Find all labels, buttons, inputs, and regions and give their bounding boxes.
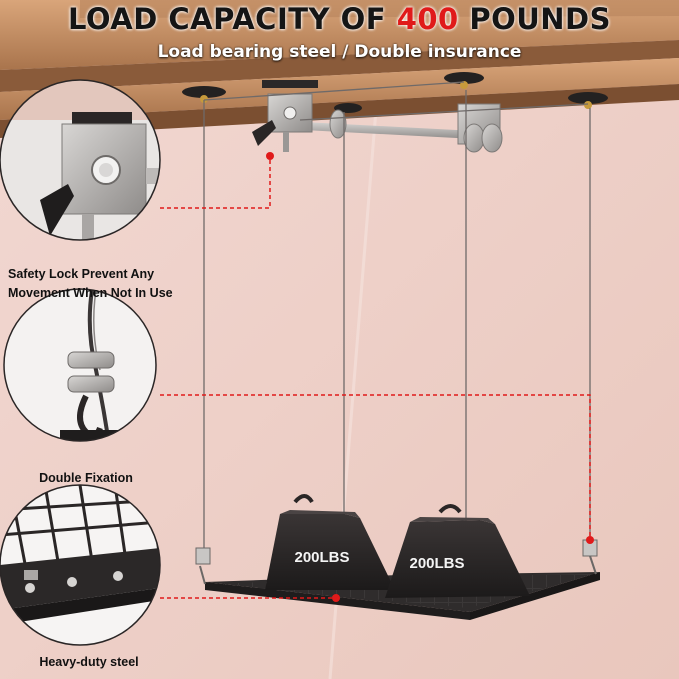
callout-leaders — [160, 156, 591, 599]
weight-block-1: 200LBS — [265, 494, 395, 590]
headline-suffix: POUNDS — [458, 2, 612, 36]
inset-heavy-duty-steel — [0, 484, 161, 646]
headline-prefix: LOAD CAPACITY OF — [67, 2, 397, 36]
pulley-ropes — [203, 81, 591, 580]
callout-safety-lock-line1: Safety Lock Prevent Any — [8, 267, 155, 281]
weight-label-2: 200LBS — [409, 555, 464, 572]
headline: LOAD CAPACITY OF 400 POUNDS — [0, 2, 679, 36]
callout-safety-lock: Safety Lock Prevent Any Movement When No… — [8, 265, 208, 303]
callout-dots — [266, 152, 594, 602]
weight-label-1: 200LBS — [294, 549, 349, 566]
headline-highlight: 400 — [396, 2, 459, 36]
ceiling-mounts — [182, 72, 608, 113]
callout-heavy-duty-steel-line1: Heavy-duty steel — [39, 655, 139, 669]
inset-double-fixation — [3, 288, 157, 442]
subheadline: Load bearing steel / Double insurance — [157, 42, 522, 62]
callout-heavy-duty-steel: Heavy-duty steel — [0, 653, 178, 672]
weight-block-2: 200LBS — [385, 504, 530, 598]
callout-double-fixation: Double Fixation — [0, 469, 172, 488]
callout-double-fixation-line1: Double Fixation — [39, 471, 133, 485]
callout-safety-lock-line2: Movement When Not In Use — [8, 286, 173, 300]
hoist-assembly — [252, 80, 503, 153]
